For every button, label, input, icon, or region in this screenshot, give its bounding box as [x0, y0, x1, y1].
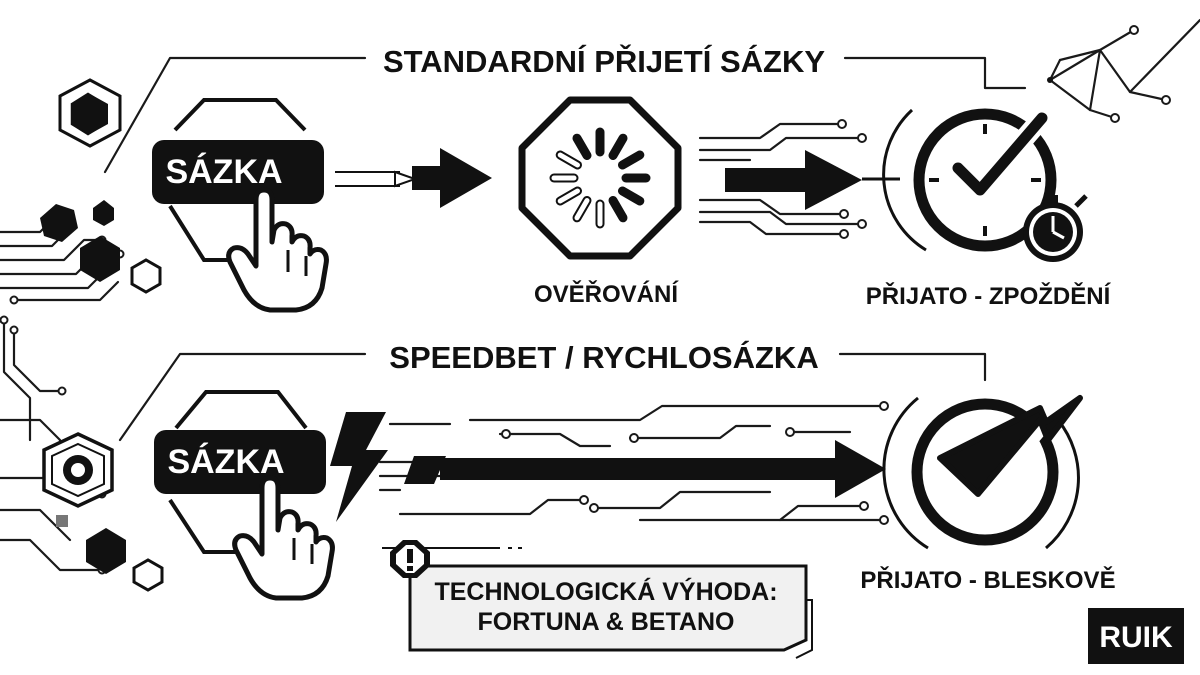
bottom-bet-button[interactable]: SÁZKA [154, 430, 326, 494]
top-bet-button-label: SÁZKA [165, 153, 282, 191]
top-arrow-to-result [725, 150, 862, 210]
spinner-dash [618, 186, 645, 206]
tech-advantage-note: TECHNOLOGICKÁ VÝHODA: FORTUNA & BETANO [382, 540, 813, 659]
spinner-dash [618, 150, 645, 170]
bottom-bet-hexframe [168, 390, 308, 554]
hexagon-decorations [40, 78, 164, 592]
hand-pointer-icon [232, 475, 335, 601]
bottom-bet-button-label: SÁZKA [167, 443, 284, 481]
verification-label: OVĚŘOVÁNÍ [534, 280, 679, 308]
stopwatch-icon [1023, 194, 1088, 262]
note-line-2: FORTUNA & BETANO [478, 608, 735, 636]
spinner-dash-hollow [574, 198, 590, 221]
spinner-dash-hollow [557, 152, 580, 168]
verification-spinner-icon [518, 96, 682, 260]
lightning-bolt-icon [330, 412, 388, 522]
top-bet-hexframe [168, 98, 307, 262]
hand-pointer-icon [226, 187, 329, 313]
chip-hexagon-icon [42, 432, 114, 508]
spinner-dash [608, 196, 628, 223]
top-circuit-traces [698, 119, 900, 239]
top-arrow-to-verification [335, 148, 492, 208]
top-result-label: PŘIJATO - ZPOŽDĚNÍ [866, 282, 1112, 310]
bottom-row-title: SPEEDBET / RYCHLOSÁZKA [389, 340, 818, 375]
logo-text: RUIK [1099, 621, 1173, 654]
top-bet-button[interactable]: SÁZKA [152, 140, 324, 204]
top-row-title: STANDARDNÍ PŘIJETÍ SÁZKY [383, 43, 825, 79]
bottom-result-label: PŘIJATO - BLESKOVĚ [860, 566, 1115, 594]
ruik-logo: RUIK [1088, 608, 1184, 664]
spinner-dash [608, 133, 628, 160]
warning-icon [390, 540, 430, 578]
bottom-row: SPEEDBET / RYCHLOSÁZKA SÁZKA [118, 340, 1116, 601]
lightning-check-icon [882, 388, 1083, 550]
top-row: STANDARDNÍ PŘIJETÍ SÁZKY SÁZKA [103, 18, 1200, 313]
bottom-arrow-to-result [404, 440, 886, 498]
network-decoration [1047, 18, 1200, 123]
clock-check-icon [882, 108, 1057, 252]
spinner-dash [572, 133, 592, 160]
note-line-1: TECHNOLOGICKÁ VÝHODA: [434, 576, 777, 606]
spinner-dash-hollow [557, 188, 580, 204]
